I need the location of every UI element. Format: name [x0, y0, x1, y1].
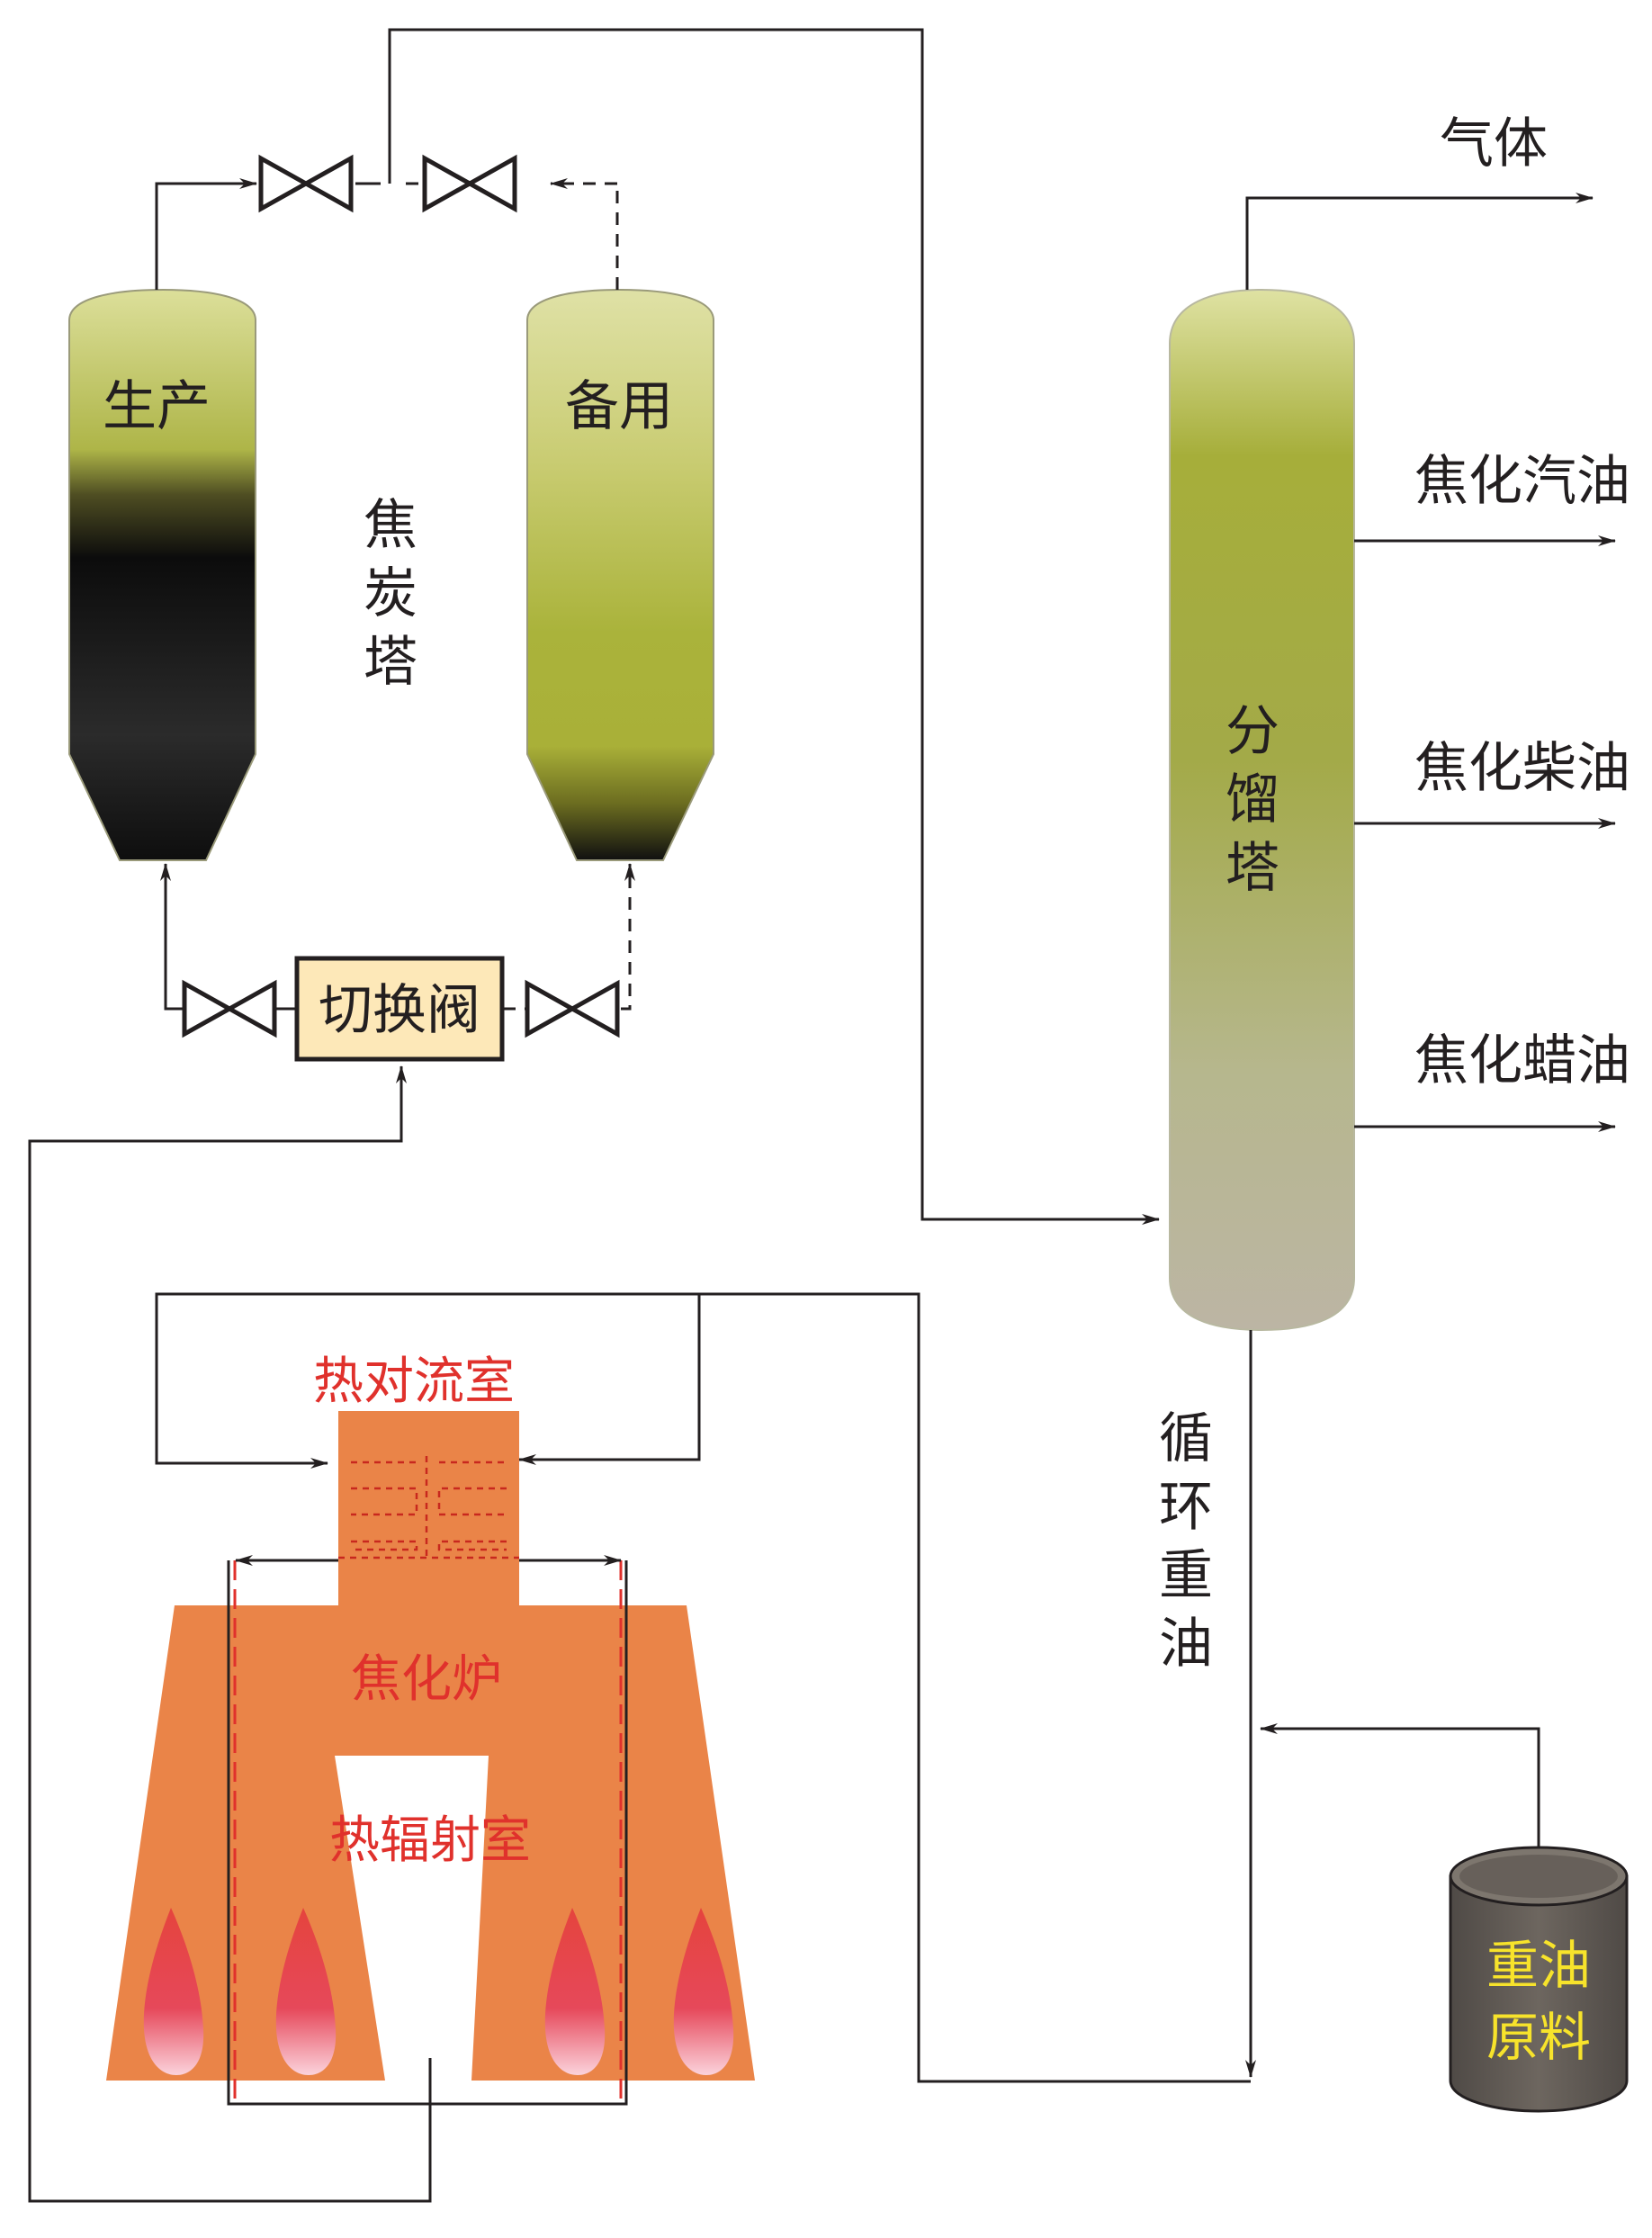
- convection-coils: [338, 1456, 519, 1559]
- coker-gasoline-label: 焦化汽油: [1414, 450, 1630, 513]
- burner-flame-2: [275, 1908, 337, 2075]
- production-label: 生产: [103, 375, 211, 438]
- radiant-chamber-label: 热辐射室: [329, 1811, 531, 1870]
- overhead-vapor-line: [155, 28, 1160, 1225]
- gas-label: 气体: [1440, 112, 1548, 175]
- standby-label: 备用: [565, 375, 673, 438]
- fractionator-tower: [1169, 288, 1355, 1332]
- coker-wax-oil-label: 焦化蜡油: [1414, 1029, 1630, 1092]
- furnace-outlet-line: [28, 1065, 432, 2203]
- coke-tower-label-3: 塔: [364, 631, 417, 694]
- production-coke-tower: [68, 288, 256, 861]
- standby-coke-tower: [526, 288, 714, 861]
- furnace-flow-arrows: [227, 1555, 628, 2106]
- convection-chamber-label: 热对流室: [313, 1353, 515, 1411]
- heavy-oil-feed-tank: [1449, 1846, 1629, 2113]
- coke-tower-label-2: 炭: [364, 562, 417, 625]
- top-valve-right[interactable]: [422, 154, 517, 213]
- fractionator-label-3: 塔: [1226, 837, 1279, 900]
- recycle-label-1: 循: [1159, 1407, 1213, 1470]
- coke-tower-label-1: 焦: [364, 494, 417, 557]
- switch-valve-label: 切换阀: [319, 979, 480, 1042]
- coking-furnace: [106, 1411, 755, 2081]
- recycle-label-3: 重: [1159, 1544, 1213, 1607]
- fractionator-label-1: 分: [1226, 700, 1279, 763]
- recycle-label-4: 油: [1159, 1613, 1213, 1676]
- convection-loop-line: [155, 1292, 699, 1469]
- burner-flame-3: [544, 1908, 606, 2075]
- burner-flame-1: [143, 1908, 204, 2075]
- product-lines: [1245, 193, 1616, 1132]
- coking-furnace-label: 焦化炉: [351, 1650, 502, 1709]
- feed-label-1: 重油: [1486, 1935, 1591, 1996]
- feed-line: [1260, 1723, 1540, 1848]
- recycle-to-furnace-line: [518, 1292, 1251, 2083]
- feed-label-2: 原料: [1486, 2007, 1591, 2068]
- bottom-valve-right[interactable]: [525, 979, 620, 1038]
- top-valve-left[interactable]: [258, 154, 354, 213]
- burner-flame-4: [673, 1908, 734, 2075]
- fractionator-label-2: 馏: [1226, 768, 1279, 831]
- switch-valve[interactable]: [294, 956, 505, 1062]
- recycle-label-2: 环: [1159, 1476, 1213, 1539]
- coker-diesel-label: 焦化柴油: [1414, 737, 1630, 800]
- bottom-valve-left[interactable]: [182, 979, 277, 1038]
